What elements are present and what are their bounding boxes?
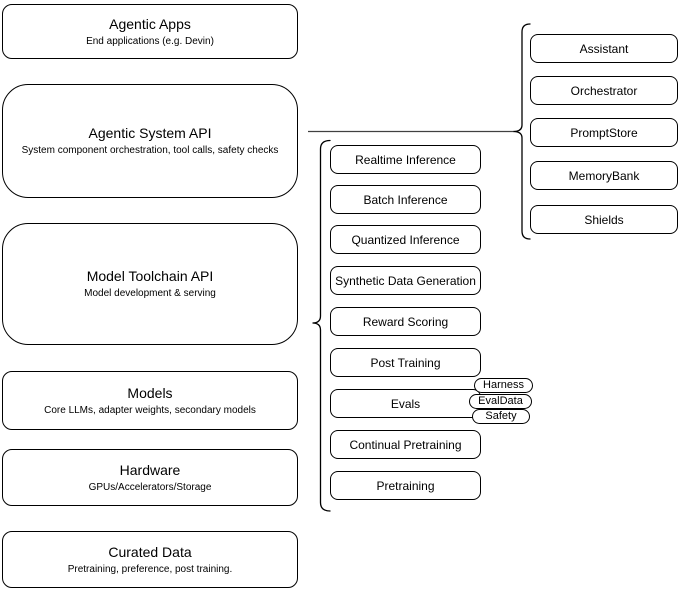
node-label: Realtime Inference bbox=[355, 152, 456, 167]
node-title: Model Toolchain API bbox=[86, 268, 214, 284]
node-subtitle: Model development & serving bbox=[84, 288, 216, 299]
node-curated-data: Curated Data Pretraining, preference, po… bbox=[2, 531, 298, 588]
node-title: Hardware bbox=[119, 461, 181, 478]
node-title: Agentic System API bbox=[88, 125, 212, 141]
node-label: Quantized Inference bbox=[351, 232, 460, 247]
tag-evaldata: EvalData bbox=[469, 394, 532, 409]
node-evals: Evals bbox=[330, 389, 481, 418]
node-agentic-apps: Agentic Apps End applications (e.g. Devi… bbox=[2, 4, 298, 59]
node-subtitle: End applications (e.g. Devin) bbox=[86, 35, 214, 47]
node-label: Pretraining bbox=[376, 478, 435, 493]
node-label: Shields bbox=[584, 212, 624, 227]
node-label: Orchestrator bbox=[570, 83, 638, 98]
node-realtime-inference: Realtime Inference bbox=[330, 145, 481, 174]
node-subtitle: GPUs/Accelerators/Storage bbox=[88, 481, 212, 493]
node-reward-scoring: Reward Scoring bbox=[330, 307, 481, 336]
node-quantized-inference: Quantized Inference bbox=[330, 225, 481, 254]
node-title: Agentic Apps bbox=[109, 15, 191, 32]
node-title: Curated Data bbox=[108, 543, 192, 560]
node-label: Evals bbox=[390, 396, 421, 411]
node-subtitle: Pretraining, preference, post training. bbox=[67, 563, 233, 575]
tag-harness: Harness bbox=[474, 378, 533, 393]
node-memorybank: MemoryBank bbox=[530, 161, 678, 190]
node-label: PromptStore bbox=[570, 125, 638, 140]
node-label: Post Training bbox=[370, 355, 441, 370]
node-label: Continual Pretraining bbox=[349, 437, 462, 452]
node-agentic-system-api: Agentic System API System component orch… bbox=[2, 84, 298, 198]
node-title: Models bbox=[127, 384, 173, 401]
tag-safety: Safety bbox=[472, 409, 530, 424]
node-shields: Shields bbox=[530, 205, 678, 234]
tag-label: Safety bbox=[485, 410, 517, 422]
node-batch-inference: Batch Inference bbox=[330, 185, 481, 214]
tag-label: EvalData bbox=[478, 395, 523, 407]
node-label: Synthetic Data Generation bbox=[335, 273, 476, 288]
node-post-training: Post Training bbox=[330, 348, 481, 377]
node-label: Batch Inference bbox=[363, 192, 448, 207]
node-hardware: Hardware GPUs/Accelerators/Storage bbox=[2, 449, 298, 506]
node-subtitle: System component orchestration, tool cal… bbox=[21, 145, 279, 156]
node-models: Models Core LLMs, adapter weights, secon… bbox=[2, 371, 298, 430]
node-label: Reward Scoring bbox=[362, 314, 449, 329]
node-synthetic-data-generation: Synthetic Data Generation bbox=[330, 266, 481, 295]
toolchain-bracket bbox=[312, 139, 331, 512]
node-model-toolchain-api: Model Toolchain API Model development & … bbox=[2, 223, 298, 345]
node-continual-pretraining: Continual Pretraining bbox=[330, 430, 481, 459]
node-orchestrator: Orchestrator bbox=[530, 76, 678, 105]
node-subtitle: Core LLMs, adapter weights, secondary mo… bbox=[44, 404, 256, 416]
node-assistant: Assistant bbox=[530, 34, 678, 63]
node-promptstore: PromptStore bbox=[530, 118, 678, 147]
node-pretraining: Pretraining bbox=[330, 471, 481, 500]
node-label: Assistant bbox=[579, 41, 629, 56]
tag-label: Harness bbox=[483, 379, 524, 391]
node-label: MemoryBank bbox=[568, 168, 640, 183]
system-components-bracket bbox=[513, 23, 531, 240]
